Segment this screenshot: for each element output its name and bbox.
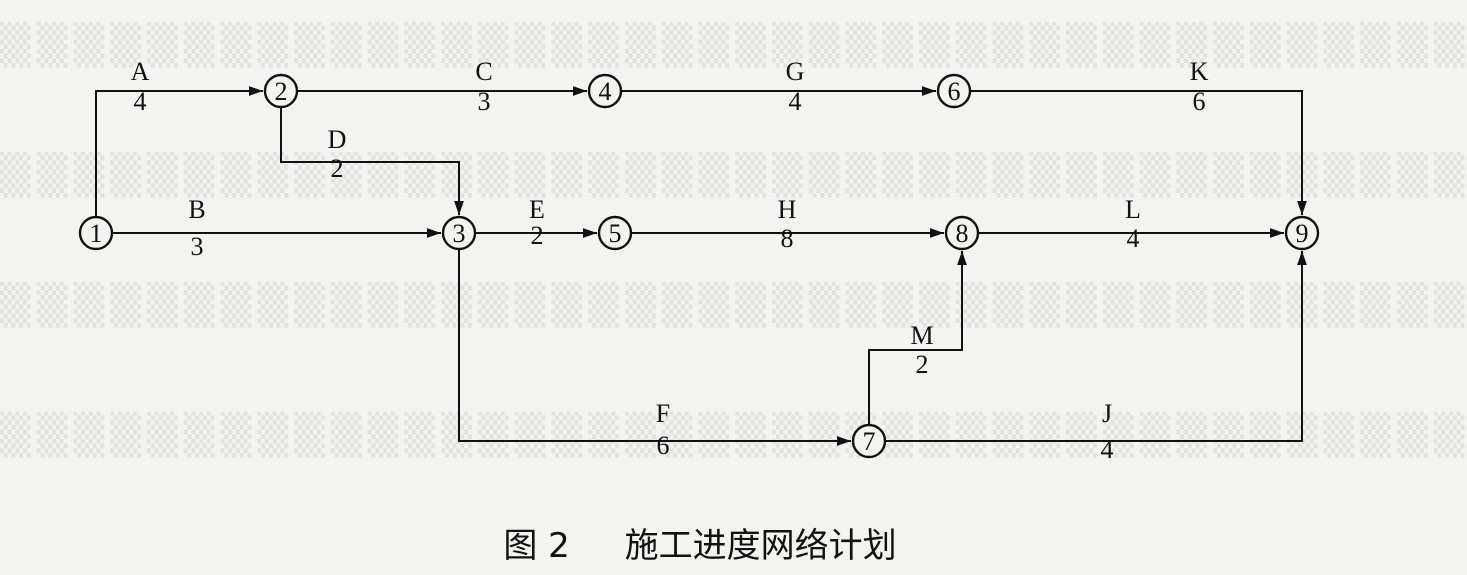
activity-name-h: H	[778, 195, 797, 224]
activity-arrows	[95, 86, 1307, 446]
bleed-through-text: ▒▒▒▒▒▒▒▒▒▒▒▒▒▒▒▒▒▒▒▒▒▒▒▒▒▒▒▒▒▒▒▒▒▒▒▒▒▒▒▒…	[0, 412, 1467, 458]
activity-duration-l: 4	[1127, 224, 1140, 253]
activity-duration-b: 3	[191, 232, 204, 261]
activity-arrow-f	[458, 250, 851, 446]
activity-arrow-k	[971, 90, 1307, 215]
event-nodes: 1 2 3 4 5 6 7 8 9	[78, 73, 1320, 459]
event-node-label: 8	[956, 219, 969, 248]
event-node-label: 9	[1296, 219, 1309, 248]
event-node-1: 1	[78, 215, 114, 251]
event-node-circle	[78, 215, 114, 251]
activity-arrow-a	[95, 86, 263, 216]
event-node-label: 7	[863, 427, 876, 456]
event-node-circle	[597, 215, 633, 251]
event-node-circle	[441, 215, 477, 251]
activity-duration-j: 4	[1101, 435, 1114, 464]
event-node-3: 3	[441, 215, 477, 251]
activity-duration-a: 4	[134, 87, 147, 116]
event-node-label: 6	[948, 77, 961, 106]
event-node-6: 6	[936, 73, 972, 109]
activity-name-j: J	[1102, 399, 1112, 428]
event-node-7: 7	[851, 423, 887, 459]
activity-duration-m: 2	[916, 350, 929, 379]
activity-name-m: M	[910, 321, 933, 350]
activity-duration-k: 6	[1193, 87, 1206, 116]
activity-duration-f: 6	[657, 431, 670, 460]
event-node-4: 4	[587, 73, 623, 109]
event-node-circle	[944, 215, 980, 251]
activity-duration-d: 2	[331, 154, 344, 183]
activity-duration-e: 2	[531, 221, 544, 250]
bleed-through-text: ▒▒▒▒▒▒▒▒▒▒▒▒▒▒▒▒▒▒▒▒▒▒▒▒▒▒▒▒▒▒▒▒▒▒▒▒▒▒▒▒…	[0, 152, 1467, 198]
event-node-circle	[936, 73, 972, 109]
activity-arrow-j	[886, 251, 1307, 442]
event-node-circle	[1284, 215, 1320, 251]
activity-name-k: K	[1190, 57, 1209, 86]
event-node-circle	[263, 73, 299, 109]
event-node-5: 5	[597, 215, 633, 251]
event-node-label: 1	[90, 219, 103, 248]
activity-name-b: B	[188, 195, 205, 224]
bleed-through-text: ▒▒▒▒▒▒▒▒▒▒▒▒▒▒▒▒▒▒▒▒▒▒▒▒▒▒▒▒▒▒▒▒▒▒▒▒▒▒▒▒…	[0, 282, 1467, 328]
figure-caption: 图 2 施工进度网络计划	[0, 518, 1400, 567]
event-node-label: 2	[275, 77, 288, 106]
activity-name-e: E	[529, 195, 545, 224]
event-node-circle	[851, 423, 887, 459]
activity-duration-g: 4	[789, 87, 802, 116]
activity-name-a: A	[131, 57, 150, 86]
event-node-9: 9	[1284, 215, 1320, 251]
event-node-label: 4	[599, 77, 612, 106]
activity-name-f: F	[656, 399, 670, 428]
event-node-circle	[587, 73, 623, 109]
event-node-label: 5	[609, 219, 622, 248]
activity-arrow-m	[868, 251, 967, 424]
figure-number: 图 2	[503, 526, 570, 566]
event-node-label: 3	[453, 219, 466, 248]
activity-name-g: G	[786, 57, 805, 86]
activity-name-c: C	[475, 57, 492, 86]
event-node-8: 8	[944, 215, 980, 251]
figure-title: 施工进度网络计划	[624, 526, 897, 566]
activity-duration-c: 3	[478, 87, 491, 116]
activity-name-d: D	[328, 125, 347, 154]
event-node-2: 2	[263, 73, 299, 109]
bleed-through-text: ▒▒▒▒▒▒▒▒▒▒▒▒▒▒▒▒▒▒▒▒▒▒▒▒▒▒▒▒▒▒▒▒▒▒▒▒▒▒▒▒…	[0, 22, 1467, 68]
activity-duration-h: 8	[781, 224, 794, 253]
activity-arrow-d	[280, 108, 464, 215]
activity-name-l: L	[1125, 195, 1141, 224]
